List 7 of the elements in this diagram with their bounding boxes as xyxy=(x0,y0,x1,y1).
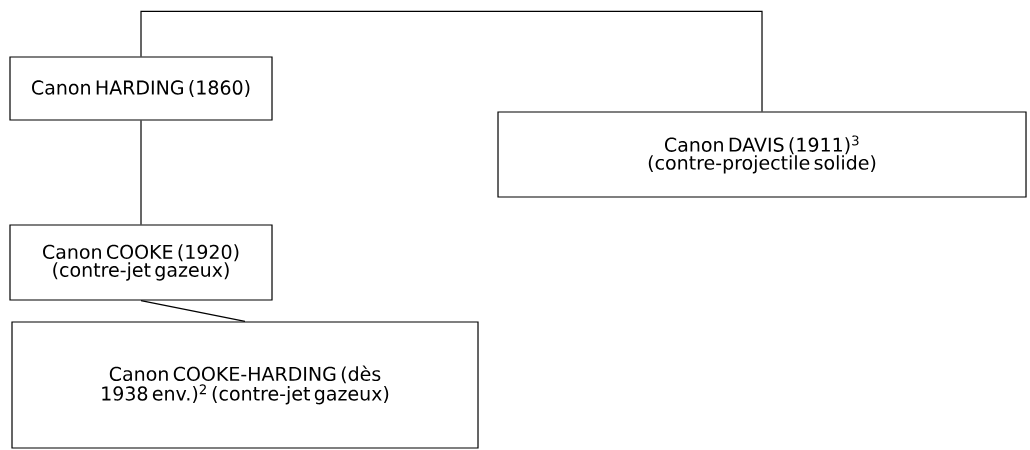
inventor-box: Canon HARDING (1860) xyxy=(9,56,273,121)
connector-line xyxy=(140,10,763,112)
connector-line xyxy=(140,300,246,322)
connector-line xyxy=(140,120,142,225)
inventor-box: Canon DAVIS (1911)$^{3}$ (contre-projectile solide) xyxy=(497,111,1027,198)
inventor-box: Canon COOKE-HARDING (dès 1938 env.)$^{2}$ (contre-jet gazeux) xyxy=(11,321,479,449)
inventor-box: Canon COOKE (1920) (contre-jet gazeux) xyxy=(9,224,273,301)
